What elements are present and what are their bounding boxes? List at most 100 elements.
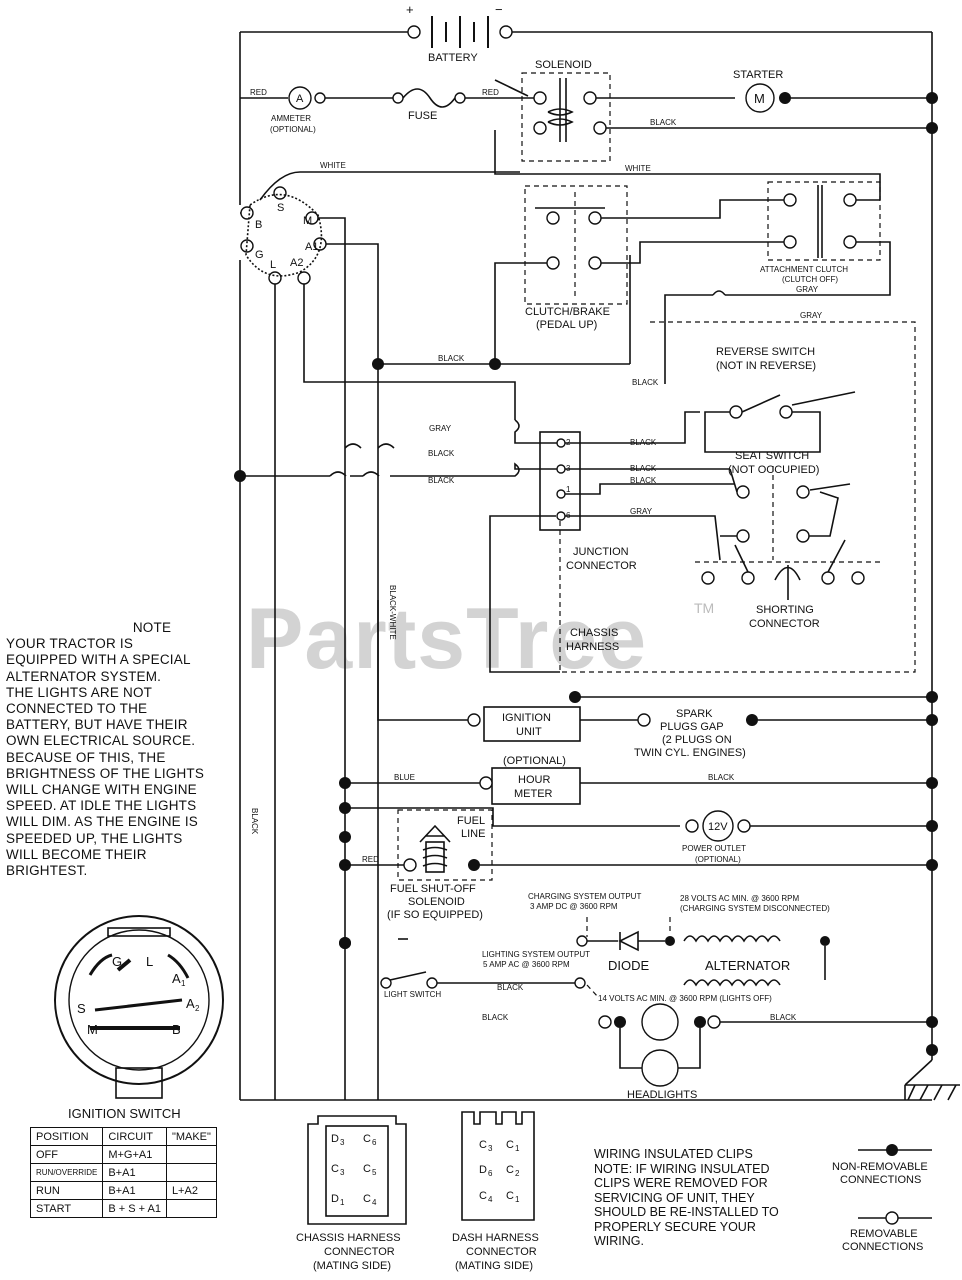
note-line: EQUIPPED WITH A SPECIAL (6, 652, 191, 668)
note-line: BATTERY, BUT HAVE THEIR (6, 717, 188, 733)
note-line: BRIGHTNESS OF THE LIGHTS (6, 765, 205, 781)
clips-note-line: SERVICING OF UNIT, THEY (594, 1190, 755, 1205)
vac-14: 14 VOLTS AC MIN. @ 3600 RPM (LIGHTS OFF) (598, 994, 772, 1003)
insulated-clips-note: WIRING INSULATED CLIPS NOTE: IF WIRING I… (594, 1147, 824, 1249)
dash-conn-label-2: CONNECTOR (466, 1246, 537, 1258)
chassis-pin-d1: D (331, 1193, 339, 1205)
note-title: NOTE (132, 620, 172, 635)
ignition-switch-terminals: WHITE S B M G A1 A2 L (240, 161, 520, 285)
clutch-brake-switch: CLUTCH/BRAKE (PEDAL UP) (524, 185, 628, 331)
dash-pin-6: C (506, 1190, 514, 1202)
solenoid-label: SOLENOID (535, 59, 592, 71)
table-header: CIRCUIT (102, 1127, 167, 1146)
fuel-line-label-1: FUEL (457, 815, 485, 827)
chassis-pin-c4: C (363, 1193, 371, 1205)
starter-symbol: M (754, 91, 765, 106)
diode-label: DIODE (608, 958, 650, 973)
note-line: WILL DIM. AS THE ENGINE IS (6, 814, 198, 830)
fuel-solenoid-label-2: SOLENOID (408, 896, 465, 908)
chassis-conn-label-2: CONNECTOR (324, 1246, 395, 1258)
light-switch: LIGHT SWITCH (380, 971, 441, 999)
face-m: M (87, 1022, 98, 1037)
dash-pin-2-sub: 1 (515, 1144, 520, 1153)
ign-term-a1: A1 (305, 241, 318, 253)
fuel-solenoid-label-1: FUEL SHUT-OFF (390, 883, 476, 895)
note-line: BECAUSE OF THIS, THE (6, 749, 166, 765)
note-line: WILL CHANGE WITH ENGINE (6, 782, 197, 798)
ign-term-m: M (303, 215, 312, 227)
charging-output-1: CHARGING SYSTEM OUTPUT (528, 892, 641, 901)
note-line: SPEED. AT IDLE THE LIGHTS (6, 798, 197, 814)
fuel-solenoid: FUEL LINE FUEL SHUT-OFF SOLENOID (IF SO … (387, 809, 493, 921)
ign-term-a2: A2 (290, 257, 303, 269)
vac-28-1: 28 VOLTS AC MIN. @ 3600 RPM (680, 894, 799, 903)
chassis-pin-d1-sub: 1 (340, 1198, 345, 1207)
chassis-conn-label-1: CHASSIS HARNESS (296, 1232, 401, 1244)
ignition-unit-label-1: IGNITION (502, 712, 551, 724)
wire-black-9: BLACK (708, 773, 735, 782)
face-l: L (146, 954, 153, 969)
table-cell (165, 1163, 217, 1182)
chassis-pin-c5-sub: 5 (372, 1168, 377, 1177)
clips-note-line: CLIPS WERE REMOVED FOR (594, 1176, 768, 1190)
table-cell: B + S + A1 (102, 1199, 167, 1218)
wire-black-5: BLACK (428, 476, 455, 485)
wire-white-2: WHITE (625, 164, 651, 173)
wire-blue: BLUE (394, 773, 415, 782)
table-header-row: POSITION CIRCUIT "MAKE" (29, 1127, 217, 1146)
ign-term-b: B (255, 219, 262, 231)
table-cell: B+A1 (102, 1163, 167, 1182)
spark-label-1: SPARK (676, 708, 713, 720)
note-line: CONNECTED TO THE (6, 701, 148, 717)
chassis-pin-c3-sub: 3 (340, 1168, 345, 1177)
dash-conn-label-3: (MATING SIDE) (455, 1260, 533, 1272)
face-s: S (77, 1001, 86, 1016)
lighting-output-2: 5 AMP AC @ 3600 RPM (483, 960, 570, 969)
clips-note-line: PROPERLY SECURE YOUR (594, 1219, 756, 1234)
note-line: WILL BECOME THEIR (6, 846, 147, 862)
attachment-clutch-label: ATTACHMENT CLUTCH (760, 265, 848, 274)
junction-pin-1: 1 (566, 485, 571, 494)
junction-label-2: CONNECTOR (566, 560, 637, 572)
dash-pin-2: C (506, 1139, 514, 1151)
junction-label-1: JUNCTION (573, 546, 629, 558)
chassis-harness-label-2: HARNESS (566, 641, 619, 653)
chassis-pin-c6-sub: 6 (372, 1138, 377, 1147)
face-a1-sub: 1 (181, 979, 186, 988)
ign-term-l: L (270, 259, 276, 271)
clips-note-line: SHOULD BE RE-INSTALLED TO (594, 1205, 779, 1219)
face-b: B (172, 1022, 181, 1037)
light-switch-label: LIGHT SWITCH (384, 990, 441, 999)
legend-removable-2: CONNECTIONS (842, 1241, 923, 1253)
lighting-output-1: LIGHTING SYSTEM OUTPUT (482, 950, 590, 959)
ignition-unit: IGNITION UNIT (483, 706, 581, 742)
note-line: SPEEDED UP, THE LIGHTS (6, 830, 183, 846)
power-outlet: 12V POWER OUTLET (OPTIONAL) (682, 810, 751, 864)
spark-label-3: (2 PLUGS ON (662, 734, 732, 746)
wire-black-3: BLACK (632, 378, 659, 387)
face-g: G (112, 954, 122, 969)
reverse-switch-label: REVERSE SWITCH (716, 346, 815, 358)
chassis-pin-c3: C (331, 1163, 339, 1175)
wire-gray-4: GRAY (630, 507, 653, 516)
wire-red-3: RED (362, 855, 379, 864)
power-outlet-symbol: 12V (708, 821, 728, 833)
dash-pin-1-sub: 3 (488, 1144, 493, 1153)
note-line: ALTERNATOR SYSTEM. (6, 668, 162, 684)
headlights: HEADLIGHTS (598, 1003, 721, 1101)
power-outlet-label: POWER OUTLET (682, 844, 746, 853)
ignition-switch-face: G L S M A 1 A 2 B (54, 915, 224, 1099)
legend-non-removable-2: CONNECTIONS (840, 1174, 921, 1186)
hour-meter-optional: (OPTIONAL) (503, 755, 566, 767)
attachment-clutch-sub: (CLUTCH OFF) (782, 275, 838, 284)
ignition-switch-title: IGNITION SWITCH (68, 1106, 181, 1121)
diode-symbol: DIODE (608, 930, 650, 973)
table-header: "MAKE" (165, 1127, 217, 1146)
watermark-tm: TM (694, 600, 715, 616)
power-outlet-optional: (OPTIONAL) (695, 855, 741, 864)
spark-label-4: TWIN CYL. ENGINES) (634, 747, 746, 759)
wire-black-7: BLACK (630, 464, 657, 473)
fuel-solenoid-label-3: (IF SO EQUIPPED) (387, 909, 483, 921)
outer-frame-wires (239, 31, 933, 1101)
